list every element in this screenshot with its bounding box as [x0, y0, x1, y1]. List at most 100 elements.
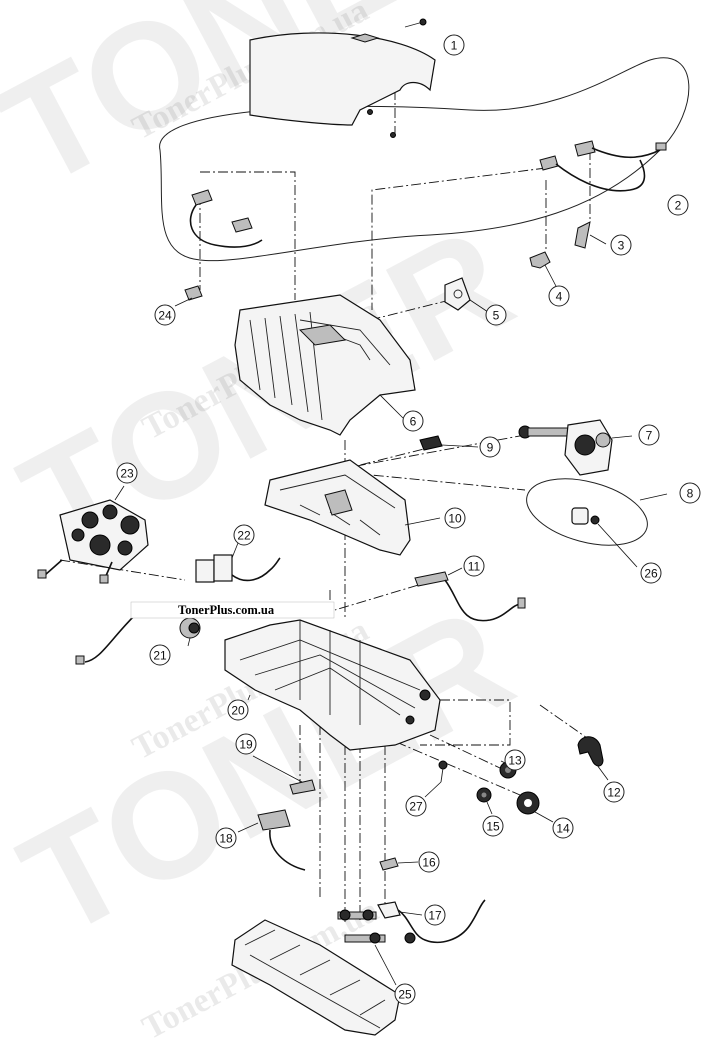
callout-4: 4: [548, 285, 570, 307]
callout-9: 9: [479, 436, 501, 458]
callout-number: 24: [158, 309, 172, 323]
callout-17: 17: [424, 904, 446, 926]
callout-number: 16: [422, 856, 436, 870]
part-hinge-bracket: [444, 277, 489, 313]
part-gear-15: [476, 787, 493, 815]
callout-circle: [149, 644, 171, 666]
callout-circle: [418, 851, 440, 873]
part-actuator-lever: [574, 221, 607, 249]
callout-1: 1: [443, 34, 465, 56]
callout-24: 24: [154, 304, 176, 326]
callout-8: 8: [679, 482, 701, 504]
callout-number: 4: [556, 290, 563, 304]
callout-circle: [482, 815, 504, 837]
callout-18: 18: [215, 827, 237, 849]
callout-circle: [667, 194, 689, 216]
callout-number: 7: [646, 429, 653, 443]
callout-number: 25: [398, 988, 412, 1002]
callout-number: 14: [556, 822, 570, 836]
part-bracket-19: [252, 755, 316, 795]
callout-circle: [504, 749, 526, 771]
part-lower-rollers: [337, 909, 397, 986]
callout-13: 13: [504, 749, 526, 771]
part-upper-frame: [234, 294, 416, 436]
callout-number: 5: [493, 309, 500, 323]
callout-10: 10: [444, 507, 466, 529]
callout-circle: [424, 904, 446, 926]
callout-number: 20: [231, 704, 245, 718]
callout-circle: [603, 781, 625, 803]
callout-circle: [485, 304, 507, 326]
part-sensor-bracket: [529, 251, 559, 291]
callout-number: 1: [451, 39, 458, 53]
part-lower-tray: [231, 919, 401, 1036]
callout-number: 12: [607, 786, 621, 800]
part-roller-detail: [526, 478, 668, 568]
callout-circle: [233, 524, 255, 546]
callout-5: 5: [485, 304, 507, 326]
part-bracket-16: [379, 857, 419, 871]
callout-circle: [638, 424, 660, 446]
callout-number: 9: [487, 441, 494, 455]
callout-11: 11: [463, 555, 485, 577]
callout-22: 22: [233, 524, 255, 546]
callout-number: 27: [409, 800, 423, 814]
callout-number: 19: [239, 738, 253, 752]
callout-number: 23: [120, 467, 134, 481]
callout-number: 6: [410, 415, 417, 429]
callout-number: 18: [219, 832, 233, 846]
source-label: TonerPlus.com.ua: [130, 601, 335, 619]
callout-3: 3: [610, 234, 632, 256]
part-sensor-harness-right: [539, 140, 667, 192]
callout-circle: [394, 983, 416, 1005]
part-motor-roller: [518, 419, 633, 476]
part-solenoid: [195, 542, 281, 583]
callout-circle: [154, 304, 176, 326]
callout-23: 23: [116, 462, 138, 484]
callout-21: 21: [149, 644, 171, 666]
callout-circle: [235, 733, 257, 755]
part-roller-cable: [75, 614, 201, 665]
part-drive-belt: [577, 736, 609, 781]
callout-12: 12: [603, 781, 625, 803]
callout-15: 15: [482, 815, 504, 837]
callout-7: 7: [638, 424, 660, 446]
callout-circle: [402, 410, 424, 432]
callout-circle: [443, 34, 465, 56]
callout-circle: [610, 234, 632, 256]
callout-6: 6: [402, 410, 424, 432]
callout-16: 16: [418, 851, 440, 873]
callout-27: 27: [405, 795, 427, 817]
callout-number: 21: [153, 649, 167, 663]
part-top-cover: [249, 18, 436, 138]
callout-14: 14: [552, 817, 574, 839]
part-gear-14: [516, 791, 554, 823]
part-bracket-18: [237, 809, 306, 871]
part-sensor-17: [377, 899, 486, 944]
callout-number: 10: [448, 512, 462, 526]
part-small-gear: [419, 435, 479, 451]
callout-number: 26: [644, 567, 658, 581]
callout-number: 8: [687, 487, 694, 501]
callout-circle: [227, 699, 249, 721]
part-main-chassis: [224, 619, 441, 751]
callout-circle: [463, 555, 485, 577]
part-gear-train: [37, 485, 149, 584]
callout-19: 19: [235, 733, 257, 755]
part-sensor-cable: [414, 567, 526, 622]
callout-number: 3: [618, 239, 625, 253]
callout-number: 15: [486, 820, 500, 834]
assembly-guide-lines: [59, 90, 591, 925]
source-label-text: TonerPlus.com.ua: [178, 603, 275, 617]
callout-number: 22: [237, 529, 251, 543]
callout-circle: [479, 436, 501, 458]
callout-26: 26: [640, 562, 662, 584]
part-screw: [424, 760, 448, 798]
callout-circle: [116, 462, 138, 484]
callout-20: 20: [227, 699, 249, 721]
callout-circle: [640, 562, 662, 584]
callout-number: 17: [428, 909, 442, 923]
callout-circle: [444, 507, 466, 529]
part-feed-guide: [264, 459, 441, 556]
